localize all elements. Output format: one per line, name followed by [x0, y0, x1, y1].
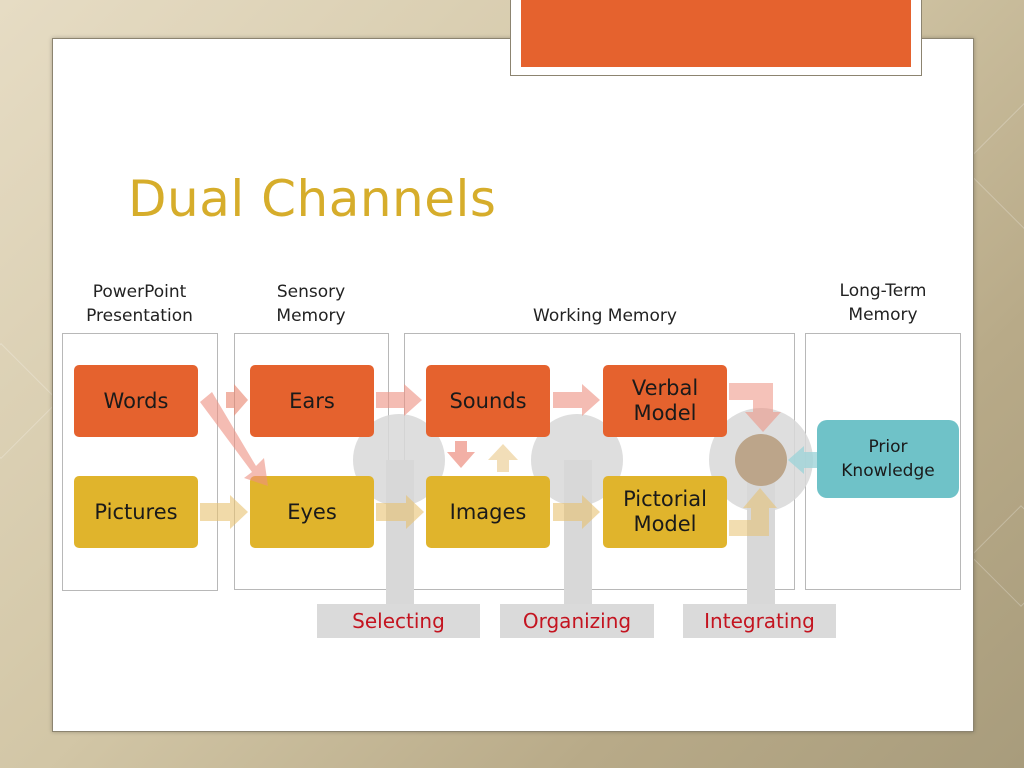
pictures-box: Pictures: [74, 476, 198, 548]
pictorial-model-box: Pictorial Model: [603, 476, 727, 548]
words-box: Words: [74, 365, 198, 437]
prior-knowledge-box: Prior Knowledge: [817, 420, 959, 498]
eyes-to-images-arrow: [376, 495, 424, 529]
accent-bar: [521, 0, 911, 67]
column-label-longterm: Long-Term Memory: [839, 281, 927, 325]
integrating-label: Integrating: [683, 604, 836, 638]
pictorial-to-integration-arrow: [729, 488, 777, 536]
eyes-box: Eyes: [250, 476, 374, 548]
images-to-sounds-arrow: [488, 444, 518, 472]
images-to-pictorial-arrow: [553, 495, 600, 529]
selecting-circle: [353, 414, 445, 506]
sounds-box: Sounds: [426, 365, 550, 437]
words-to-eyes-arrow: [200, 392, 268, 486]
organizing-label: Organizing: [500, 604, 654, 638]
presentation-panel: [62, 333, 218, 591]
column-label-sensory: Sensory Memory: [276, 282, 346, 326]
slide-title: Dual Channels: [128, 170, 497, 228]
ears-to-sounds-arrow: [376, 384, 422, 416]
integration-hub: [735, 434, 787, 486]
column-label-presentation: PowerPoint Presentation: [86, 282, 193, 326]
verbal-model-box: Verbal Model: [603, 365, 727, 437]
organizing-circle: [531, 414, 623, 506]
column-label-working: Working Memory: [533, 306, 677, 326]
pictures-to-eyes-arrow: [200, 495, 248, 529]
images-box: Images: [426, 476, 550, 548]
ears-box: Ears: [250, 365, 374, 437]
selecting-label: Selecting: [317, 604, 480, 638]
sounds-to-images-arrow: [447, 441, 475, 468]
sounds-to-verbal-arrow: [553, 384, 600, 416]
words-to-ears-arrow: [226, 384, 248, 416]
accent-tab: [510, 0, 922, 76]
prior-knowledge-to-integration-arrow: [788, 446, 817, 474]
verbal-to-integration-arrow: [729, 383, 781, 432]
